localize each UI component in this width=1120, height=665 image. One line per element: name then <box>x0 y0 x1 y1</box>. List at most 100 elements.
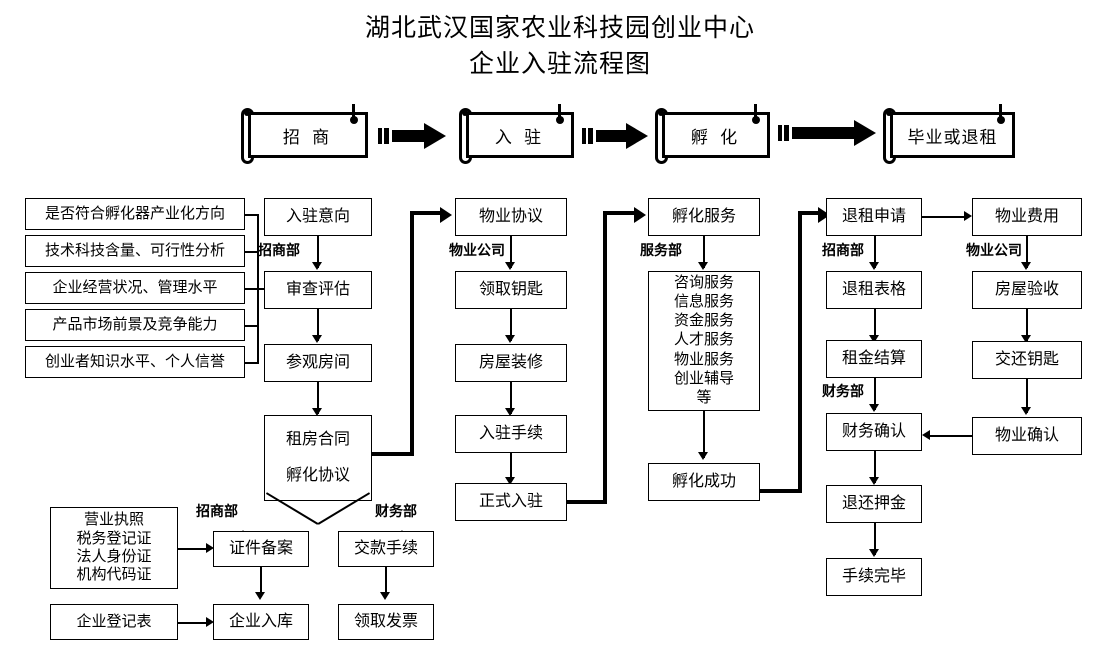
criteria-stub-2 <box>245 251 258 253</box>
node-finance-confirm[interactable]: 财务确认 <box>826 413 922 451</box>
criteria-item-1[interactable]: 是否符合孵化器产业化方向 <box>25 198 245 230</box>
edge-returnkeys-propertyconfirm-arrowhead <box>1021 407 1031 415</box>
stage-banner-1[interactable]: 招 商 <box>238 104 368 164</box>
edge-success-exit-v <box>798 211 802 493</box>
node-exit-form[interactable]: 退租表格 <box>826 271 922 309</box>
stage-arrow-1-2 <box>378 123 446 149</box>
document-item-1: 营业执照 <box>83 512 144 529</box>
node-service-list[interactable]: 咨询服务 信息服务 资金服务 人才服务 物业服务 创业辅导 等 <box>648 271 760 411</box>
page-title-line1: 湖北武汉国家农业科技园创业中心 <box>364 15 755 42</box>
edge-propertyconfirm-financeconfirm <box>930 435 972 437</box>
dept-label-recruit-2: 招商部 <box>822 242 864 258</box>
edge-inspection-returnkeys-arrowhead <box>1021 335 1031 343</box>
node-official-movein[interactable]: 正式入驻 <box>455 483 567 521</box>
dept-label-property-company-1: 物业公司 <box>449 242 505 258</box>
edge-fee-inspection-arrowhead <box>1021 262 1031 270</box>
scroll-knob-right-icon <box>350 116 358 124</box>
node-incubation-success[interactable]: 孵化成功 <box>648 463 760 501</box>
stage-banner-1-label: 招 商 <box>248 112 368 158</box>
edge-visit-contract-arrowhead <box>312 408 322 416</box>
node-exit-application[interactable]: 退租申请 <box>826 198 922 236</box>
node-collect-keys[interactable]: 领取钥匙 <box>455 271 567 309</box>
edge-intent-review <box>317 236 319 268</box>
edge-payment-invoice <box>385 567 387 597</box>
scroll-hook-icon <box>999 104 1002 120</box>
node-visit-room[interactable]: 参观房间 <box>264 344 372 382</box>
node-movein-procedures[interactable]: 入驻手续 <box>455 415 567 453</box>
edge-documents-filing-arrowhead <box>206 543 214 553</box>
criteria-item-2[interactable]: 技术科技含量、可行性分析 <box>25 235 245 267</box>
node-procedures-complete[interactable]: 手续完毕 <box>826 558 922 596</box>
stage-banner-3[interactable]: 孵 化 <box>652 104 770 164</box>
edge-payment-invoice-arrowhead <box>380 592 390 600</box>
edge-contract-property-h2 <box>410 211 444 215</box>
page-title-line2: 企业入驻流程图 <box>468 51 651 78</box>
dept-label-finance-2: 财务部 <box>375 503 417 519</box>
criteria-stub-1 <box>245 214 258 216</box>
node-registration-form[interactable]: 企业登记表 <box>50 604 178 640</box>
node-document-filing[interactable]: 证件备案 <box>213 531 309 567</box>
edge-regform-enterprise <box>178 622 210 624</box>
edge-returnkeys-propertyconfirm <box>1026 379 1028 413</box>
stage-banner-4-label: 毕业或退租 <box>890 112 1015 158</box>
node-rent-settlement[interactable]: 租金结算 <box>826 340 922 378</box>
edge-success-exit-h2 <box>798 211 822 215</box>
node-refund-deposit[interactable]: 退还押金 <box>826 485 922 523</box>
document-item-2: 税务登记证 <box>76 530 152 547</box>
node-house-inspection[interactable]: 房屋验收 <box>972 271 1082 309</box>
edge-servicelist-success <box>703 411 705 458</box>
node-enterprise-registry[interactable]: 企业入库 <box>213 604 309 640</box>
edge-intent-review-arrowhead <box>312 262 322 270</box>
criteria-item-5[interactable]: 创业者知识水平、个人信誉 <box>25 346 245 378</box>
criteria-item-4[interactable]: 产品市场前景及竞争能力 <box>25 309 245 341</box>
scroll-hook-icon <box>558 104 561 120</box>
edge-renovation-procedures-arrowhead <box>505 408 515 416</box>
edge-procedures-official-arrowhead <box>505 477 515 485</box>
stage-banner-2[interactable]: 入 驻 <box>456 104 574 164</box>
edge-financeconfirm-deposit <box>874 451 876 483</box>
edge-propertyconfirm-financeconfirm-arrowhead <box>922 430 930 440</box>
edge-exitform-rentsettle <box>874 309 876 341</box>
stage-banner-2-label: 入 驻 <box>466 112 574 158</box>
scroll-knob-right-icon <box>556 116 564 124</box>
contract-line-1: 租房合同 <box>285 431 350 448</box>
node-collect-invoice[interactable]: 领取发票 <box>338 604 434 640</box>
stage-banner-4[interactable]: 毕业或退租 <box>880 104 1015 164</box>
node-property-fee[interactable]: 物业费用 <box>972 198 1082 236</box>
node-movein-intent[interactable]: 入驻意向 <box>264 198 372 236</box>
node-lease-incubation-contract[interactable]: 租房合同 孵化协议 <box>264 415 372 501</box>
node-review-assess[interactable]: 审查评估 <box>264 271 372 309</box>
edge-regform-enterprise-arrowhead <box>206 617 214 627</box>
stage-arrow-3-4 <box>778 120 876 146</box>
edge-contract-property-h1 <box>372 452 414 456</box>
scroll-hook-icon <box>754 104 757 120</box>
service-item-2: 信息服务 <box>673 294 734 311</box>
node-required-documents[interactable]: 营业执照 税务登记证 法人身份证 机构代码证 <box>50 507 178 589</box>
criteria-item-3[interactable]: 企业经营状况、管理水平 <box>25 272 245 304</box>
edge-incubation-servicelist-arrowhead <box>698 262 708 270</box>
document-item-4: 机构代码证 <box>76 567 152 584</box>
edge-exitapp-exitform-arrowhead <box>869 262 879 270</box>
stage-arrow-2-3 <box>582 123 648 149</box>
node-property-agreement[interactable]: 物业协议 <box>455 198 567 236</box>
dept-label-recruit-3: 招商部 <box>196 503 238 519</box>
node-house-renovation[interactable]: 房屋装修 <box>455 344 567 382</box>
node-property-confirm[interactable]: 物业确认 <box>972 417 1082 455</box>
edge-exitapp-propertyfee-arrowhead <box>964 211 972 221</box>
criteria-stub-5 <box>245 362 258 364</box>
node-incubation-service[interactable]: 孵化服务 <box>648 198 760 236</box>
scroll-knob-left-icon <box>658 110 664 116</box>
edge-contract-property-arrowhead <box>440 207 452 223</box>
node-return-keys[interactable]: 交还钥匙 <box>972 341 1082 379</box>
edge-review-visit-arrowhead <box>312 335 322 343</box>
edge-contract-property-v <box>410 211 414 456</box>
edge-servicelist-success-arrowhead <box>698 452 708 460</box>
edge-financeconfirm-deposit-arrowhead <box>869 477 879 485</box>
edge-keys-renovation <box>510 309 512 341</box>
node-payment-procedure[interactable]: 交款手续 <box>338 531 434 567</box>
dept-label-service: 服务部 <box>640 242 682 258</box>
scroll-knob-left-icon <box>462 110 468 116</box>
edge-success-exit-h1 <box>760 489 802 493</box>
edge-fee-inspection <box>1026 236 1028 268</box>
